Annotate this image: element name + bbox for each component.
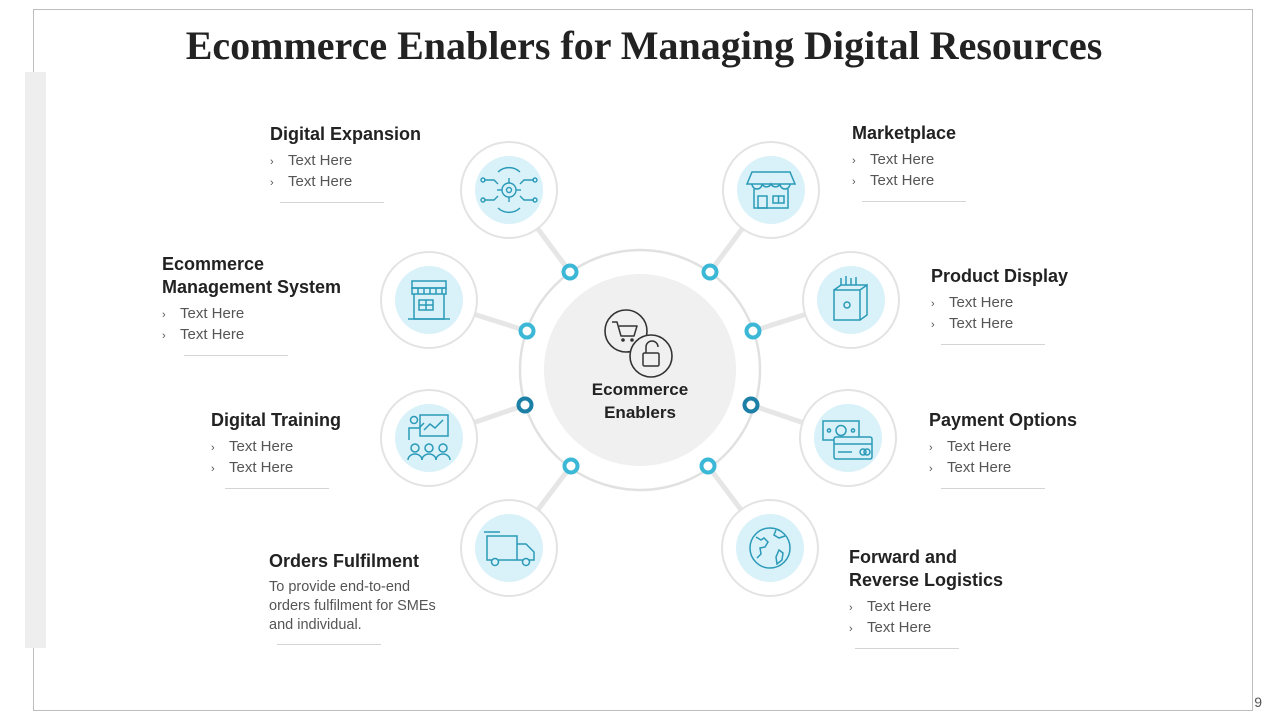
- chevron-right-icon: ›: [211, 463, 215, 475]
- chevron-right-icon: ›: [852, 155, 856, 167]
- block-title: Digital Expansion: [270, 124, 422, 144]
- storefront-icon: [745, 171, 797, 209]
- payment-cash-card-icon: [822, 420, 873, 460]
- divider: [941, 488, 1045, 489]
- node-digital-expansion: [460, 141, 558, 239]
- divider: [277, 644, 381, 645]
- bullet: ›Text Here: [929, 437, 1159, 458]
- node-payment-options: [799, 389, 897, 487]
- bullet: ›Text Here: [931, 314, 1161, 335]
- bullet: ›Text Here: [211, 458, 441, 479]
- bullet: ›Text Here: [270, 172, 500, 193]
- truck-icon: [484, 531, 535, 567]
- block-title: Product Display: [931, 266, 1069, 286]
- connector-dots: [516, 263, 762, 475]
- chevron-right-icon: ›: [270, 156, 274, 168]
- block-product-display: Product Display ›Text Here ›Text Here: [931, 265, 1161, 345]
- globe-icon: [749, 527, 791, 569]
- bullet: ›Text Here: [849, 618, 1079, 639]
- block-description: To provide end-to-end orders fulfilment …: [269, 579, 436, 633]
- block-digital-expansion: Digital Expansion ›Text Here ›Text Here: [270, 123, 500, 203]
- bullet: ›Text Here: [270, 151, 500, 172]
- node-marketplace: [722, 141, 820, 239]
- node-orders-fulfilment: [460, 499, 558, 597]
- side-strip: [25, 72, 46, 648]
- hub-label-line1: Ecommerce: [591, 380, 689, 399]
- divider: [941, 344, 1045, 345]
- block-title: Orders Fulfilment: [269, 551, 420, 571]
- block-title: Digital Training: [211, 410, 342, 430]
- block-orders-fulfilment: Orders Fulfilment To provide end-to-end …: [269, 550, 499, 645]
- block-payment-options: Payment Options ›Text Here ›Text Here: [929, 409, 1159, 489]
- shop-icon: [408, 280, 450, 320]
- bullet: ›Text Here: [849, 597, 1079, 618]
- network-gear-icon: [480, 166, 538, 214]
- bullet: ›Text Here: [852, 171, 1082, 192]
- bullet: ›Text Here: [162, 325, 392, 346]
- chevron-right-icon: ›: [162, 309, 166, 321]
- block-title: Marketplace: [852, 123, 957, 143]
- bullet: ›Text Here: [162, 304, 392, 325]
- node-ems: [380, 251, 478, 349]
- chevron-right-icon: ›: [211, 442, 215, 454]
- hub-label-line2: Enablers: [604, 403, 676, 422]
- bullet: ›Text Here: [929, 458, 1159, 479]
- presentation-icon: [407, 414, 451, 461]
- chevron-right-icon: ›: [852, 176, 856, 188]
- divider: [280, 202, 384, 203]
- chevron-right-icon: ›: [849, 623, 853, 635]
- chevron-right-icon: ›: [929, 442, 933, 454]
- block-title: Payment Options: [929, 410, 1078, 430]
- node-digital-training: [380, 389, 478, 487]
- divider: [862, 201, 966, 202]
- chevron-right-icon: ›: [849, 602, 853, 614]
- node-logistics: [721, 499, 819, 597]
- divider: [225, 488, 329, 489]
- divider: [855, 648, 959, 649]
- chevron-right-icon: ›: [931, 319, 935, 331]
- node-product-display: [802, 251, 900, 349]
- display-box-icon: [833, 276, 868, 321]
- divider: [184, 355, 288, 356]
- block-marketplace: Marketplace ›Text Here ›Text Here: [852, 122, 1082, 202]
- chevron-right-icon: ›: [929, 463, 933, 475]
- chevron-right-icon: ›: [931, 298, 935, 310]
- hub-label: Ecommerce Enablers: [560, 378, 720, 424]
- bullet: ›Text Here: [211, 437, 441, 458]
- page-title: Ecommerce Enablers for Managing Digital …: [185, 23, 1103, 68]
- bullet: ›Text Here: [931, 293, 1161, 314]
- bullet: ›Text Here: [852, 150, 1082, 171]
- chevron-right-icon: ›: [270, 177, 274, 189]
- unlock-icon: [629, 334, 673, 378]
- page-number: 9: [1254, 694, 1262, 710]
- block-digital-training: Digital Training ›Text Here ›Text Here: [211, 409, 441, 489]
- chevron-right-icon: ›: [162, 330, 166, 342]
